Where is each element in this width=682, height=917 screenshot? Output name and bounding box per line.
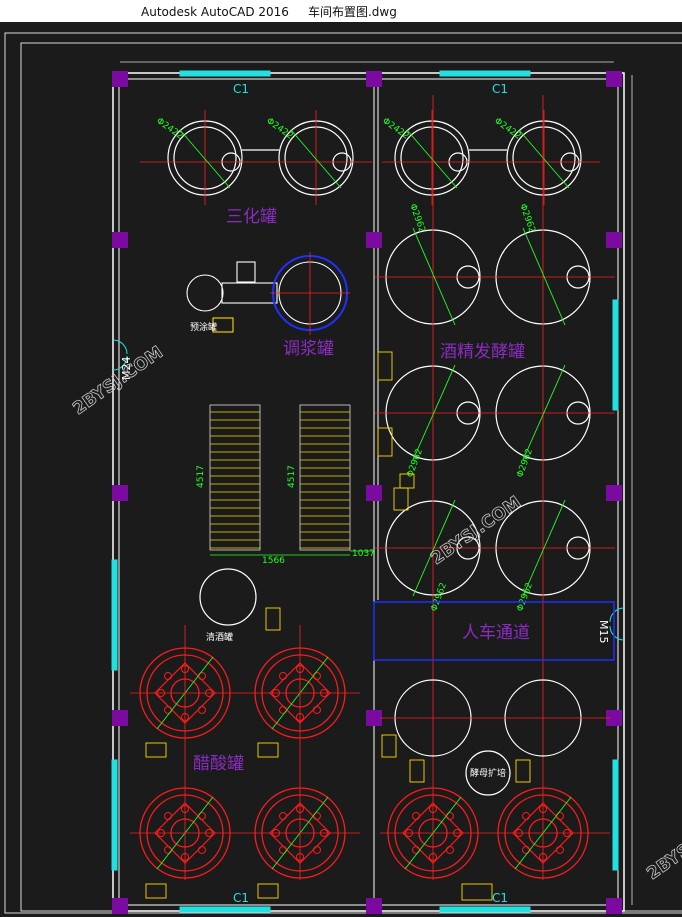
dim-lines-stairs [210, 550, 375, 556]
drawing-canvas[interactable]: C1 C1 C1 C1 Φ2422 Φ24 [0, 22, 682, 917]
window-title: Autodesk AutoCAD 2016 车间布置图.dwg [141, 5, 397, 19]
dim-diameter: Φ2962 [429, 581, 449, 613]
columns [112, 71, 622, 914]
fermentation-diameters [412, 227, 566, 597]
staircase-right [299, 404, 351, 551]
top-axes [140, 110, 600, 205]
dim-1037: 1037 [352, 549, 375, 559]
door-label-left: M24 [120, 357, 133, 381]
label-passage: 人车通道 [462, 623, 530, 643]
dim-diameter: Φ2422 [264, 116, 294, 141]
label-mid-tank: 酵母扩培 [470, 767, 506, 779]
dim-diameter: Φ2962 [515, 447, 535, 479]
window-label: C1 [492, 891, 508, 905]
dim-4517: 4517 [196, 465, 206, 488]
cad-drawing[interactable]: C1 C1 C1 C1 Φ2422 Φ24 [0, 22, 682, 917]
dim-diameter: Φ2962 [517, 203, 537, 235]
passage-box [373, 601, 615, 661]
window-label: C1 [233, 891, 249, 905]
window-labels: C1 C1 C1 C1 [233, 82, 508, 905]
fermentation-tanks [385, 229, 591, 596]
label-three-tank: 三化罐 [226, 207, 277, 227]
door-label-right: M15 [597, 620, 610, 644]
label-acetic: 醋酸罐 [193, 754, 244, 774]
fermentation-axes [375, 95, 615, 880]
equipment-tags [145, 351, 531, 901]
label-slurry-tank: 调浆罐 [283, 339, 334, 359]
dim-diameter: Φ2422 [154, 116, 184, 141]
dim-4517: 4517 [287, 465, 297, 488]
drawing-frame [4, 32, 682, 914]
stair-steps [210, 411, 350, 549]
title-bar: Autodesk AutoCAD 2016 车间布置图.dwg [0, 0, 682, 22]
staircase-left [209, 404, 261, 551]
label-pre-tank: 预涂罐 [190, 321, 217, 333]
dim-diameter: Φ2962 [407, 203, 427, 235]
label-clear-tank: 清酒罐 [206, 631, 233, 643]
acetic-axes [130, 625, 610, 880]
label-fermentation: 酒精发酵罐 [440, 342, 525, 362]
slurry-equipment [186, 255, 348, 333]
windows [111, 70, 619, 913]
window-label: C1 [233, 82, 249, 96]
watermark: 2BYSJ.COM [69, 342, 167, 419]
window-label: C1 [492, 82, 508, 96]
watermark: 2BYSJ.COM [643, 807, 682, 884]
slurry-axes [270, 252, 350, 335]
dim-diameter: Φ2962 [515, 581, 535, 613]
dim-diameter: Φ2422 [380, 116, 410, 141]
door-left [112, 339, 128, 371]
door-right [609, 607, 625, 641]
dim-diameter: Φ2422 [492, 116, 522, 141]
inner-frame [20, 42, 682, 912]
top-diameters [179, 129, 570, 189]
dim-1566: 1566 [262, 556, 285, 566]
